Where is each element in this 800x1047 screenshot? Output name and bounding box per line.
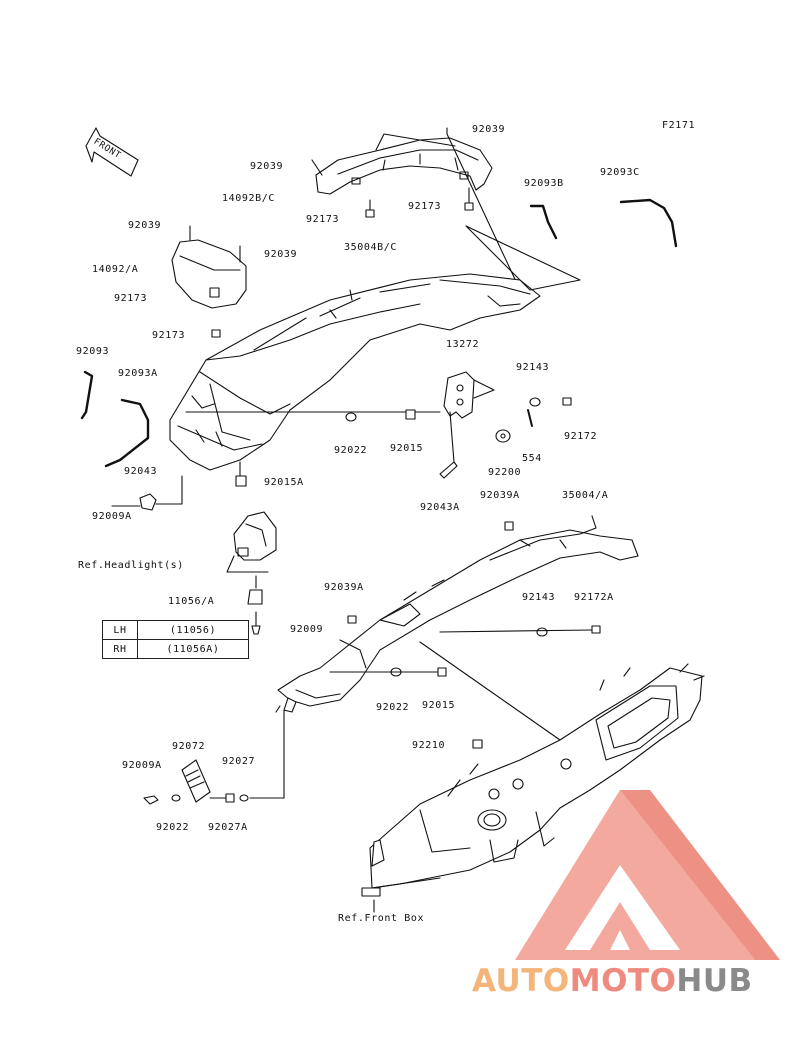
- part-label[interactable]: 92027A: [208, 822, 248, 833]
- part-label[interactable]: 92200: [488, 467, 522, 478]
- part-label[interactable]: 92093: [76, 346, 110, 357]
- front-arrow-icon: [85, 127, 139, 177]
- part-label[interactable]: 92039A: [324, 582, 364, 593]
- part-label[interactable]: 92143: [522, 592, 556, 603]
- part-label[interactable]: 92143: [516, 362, 550, 373]
- table-row: RH (11056A): [102, 639, 249, 659]
- part-label[interactable]: 14092B/C: [222, 193, 275, 204]
- part-label[interactable]: 92039: [472, 124, 506, 135]
- part-label[interactable]: 13272: [446, 339, 480, 350]
- part-label[interactable]: 92093C: [600, 167, 640, 178]
- table-cell-code: (11056A): [137, 639, 249, 659]
- part-label[interactable]: 92043: [124, 466, 158, 477]
- side-cover-14092a: [171, 225, 247, 338]
- part-label[interactable]: 92043A: [420, 502, 460, 513]
- table-row: LH (11056): [102, 620, 249, 640]
- part-label[interactable]: 92172A: [574, 592, 614, 603]
- part-label[interactable]: 92173: [306, 214, 340, 225]
- side-variant-table: LH (11056) RH (11056A): [102, 620, 249, 659]
- watermark-auto: AUTO: [472, 963, 570, 999]
- part-label[interactable]: 92039: [250, 161, 284, 172]
- part-label[interactable]: 92172: [564, 431, 598, 442]
- part-label[interactable]: 92022: [376, 702, 410, 713]
- front-box-panel: [361, 663, 705, 913]
- part-label[interactable]: 92210: [412, 740, 446, 751]
- watermark-hub: HUB: [676, 963, 753, 999]
- part-label[interactable]: 92015: [390, 443, 424, 454]
- part-label[interactable]: 92173: [152, 330, 186, 341]
- part-label[interactable]: 35004/A: [562, 490, 609, 501]
- part-label[interactable]: 14092/A: [92, 264, 139, 275]
- headlight-bracket: [226, 511, 277, 635]
- figure-id: F2171: [662, 120, 696, 131]
- table-cell-code: (11056): [137, 620, 249, 640]
- upper-fairing-35004bc: [169, 273, 541, 487]
- part-label[interactable]: 92022: [156, 822, 190, 833]
- ref-front-box[interactable]: Ref.Front Box: [338, 913, 425, 924]
- upper-cover-14092bc: [315, 133, 493, 195]
- part-label[interactable]: 92072: [172, 741, 206, 752]
- automotohub-logo: [515, 790, 780, 960]
- part-label[interactable]: 92015: [422, 700, 456, 711]
- table-cell-side: LH: [102, 620, 138, 640]
- bracket-13272: [443, 371, 495, 419]
- table-cell-side: RH: [102, 639, 138, 659]
- watermark-text: AUTOMOTOHUB: [472, 963, 753, 999]
- part-label[interactable]: 92009A: [122, 760, 162, 771]
- part-label[interactable]: 92009A: [92, 511, 132, 522]
- lower-fairing-35004a: [275, 515, 639, 713]
- ref-headlight[interactable]: Ref.Headlight(s): [78, 560, 184, 571]
- part-label[interactable]: 35004B/C: [344, 242, 397, 253]
- part-label[interactable]: 92093A: [118, 368, 158, 379]
- part-label[interactable]: 92009: [290, 624, 324, 635]
- part-label[interactable]: 92039: [264, 249, 298, 260]
- part-label[interactable]: 92039: [128, 220, 162, 231]
- part-label[interactable]: 92022: [334, 445, 368, 456]
- part-label[interactable]: 92173: [114, 293, 148, 304]
- part-label[interactable]: 92039A: [480, 490, 520, 501]
- watermark-moto: MOTO: [569, 963, 677, 999]
- part-label[interactable]: 92173: [408, 201, 442, 212]
- part-label[interactable]: 92027: [222, 756, 256, 767]
- part-label[interactable]: 554: [522, 453, 542, 464]
- part-label[interactable]: 92093B: [524, 178, 564, 189]
- part-label[interactable]: 92015A: [264, 477, 304, 488]
- part-label[interactable]: 11056/A: [168, 596, 215, 607]
